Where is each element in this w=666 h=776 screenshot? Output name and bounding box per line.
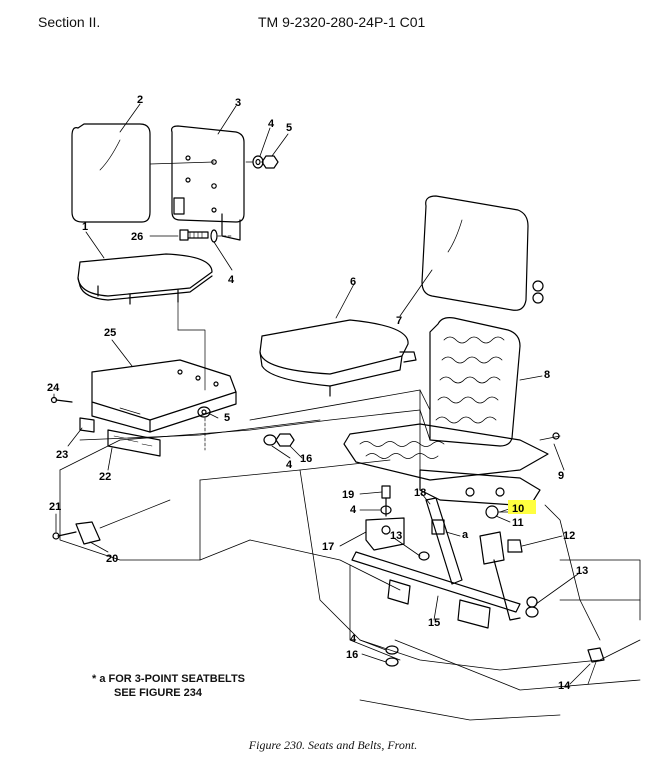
callout-7: 7 (396, 315, 402, 327)
callout-14: 14 (558, 680, 571, 692)
part-18-seatbelt (425, 497, 521, 621)
callout-17: 17 (322, 541, 334, 553)
callout-3: 3 (235, 97, 241, 109)
callout-5: 5 (286, 122, 292, 134)
callout-10: 10 (512, 503, 524, 515)
section-label: Section II. (38, 14, 101, 30)
callout-13: 13 (390, 530, 402, 542)
leader-lines (53, 103, 591, 685)
callout-24: 24 (47, 382, 60, 394)
part-15-slide-rail (351, 551, 538, 629)
part-6-seat-cushion (259, 319, 417, 397)
callout-4e: 4 (286, 459, 293, 471)
callout-16: 16 (346, 649, 358, 661)
callout-19: 19 (342, 489, 354, 501)
callout-16b: 16 (300, 453, 312, 465)
callout-23: 23 (56, 449, 68, 461)
hardware-4-5-top (245, 155, 279, 169)
manual-id: TM 9-2320-280-24P-1 C01 (258, 14, 426, 30)
callout-a: a (462, 529, 469, 541)
callout-26: 26 (131, 231, 143, 243)
figure-caption: Figure 230. Seats and Belts, Front. (248, 738, 418, 752)
callout-4b: 4 (228, 274, 235, 286)
callout-21: 21 (49, 501, 61, 513)
callout-5b: 5 (224, 412, 230, 424)
part-1-seat-cushion (77, 253, 213, 391)
hardware-4-5-16-mid (197, 406, 295, 451)
callout-25: 25 (104, 327, 116, 339)
callout-18: 18 (414, 487, 426, 499)
callout-9: 9 (558, 470, 564, 482)
callout-13b: 13 (576, 565, 588, 577)
callout-22: 22 (99, 471, 111, 483)
callout-4d: 4 (350, 504, 357, 516)
callout-11: 11 (512, 517, 524, 529)
parts-17-19-bracket (365, 485, 405, 551)
cab-outline (59, 389, 641, 721)
note-line-2: SEE FIGURE 234 (114, 687, 203, 699)
parts-20-21 (52, 499, 171, 545)
callout-4: 4 (268, 118, 275, 130)
callout-1: 1 (82, 221, 88, 233)
callout-labels: 2 3 4 5 26 4 1 6 7 8 9 10 11 12 13 13 14… (47, 94, 588, 692)
callout-4c: 4 (350, 633, 357, 645)
part-8-seat-frame (343, 317, 561, 507)
parts-22-23-24 (50, 396, 161, 457)
note-line-1: * a FOR 3-POINT SEATBELTS (92, 673, 245, 685)
callout-8: 8 (544, 369, 550, 381)
seatbelt-note: * a FOR 3-POINT SEATBELTS SEE FIGURE 234 (92, 672, 245, 700)
callout-20: 20 (106, 553, 118, 565)
hardware-26-bolt (179, 229, 233, 243)
part-3-seatback-frame (149, 125, 245, 241)
part-25-seat-base (91, 359, 237, 433)
part-2-back-cushion (71, 123, 151, 223)
callout-10-highlight (508, 500, 536, 514)
callout-15: 15 (428, 617, 440, 629)
callout-6: 6 (350, 276, 356, 288)
part-7-back-cushion (421, 195, 544, 311)
callout-12: 12 (563, 530, 575, 542)
callout-2: 2 (137, 94, 143, 106)
